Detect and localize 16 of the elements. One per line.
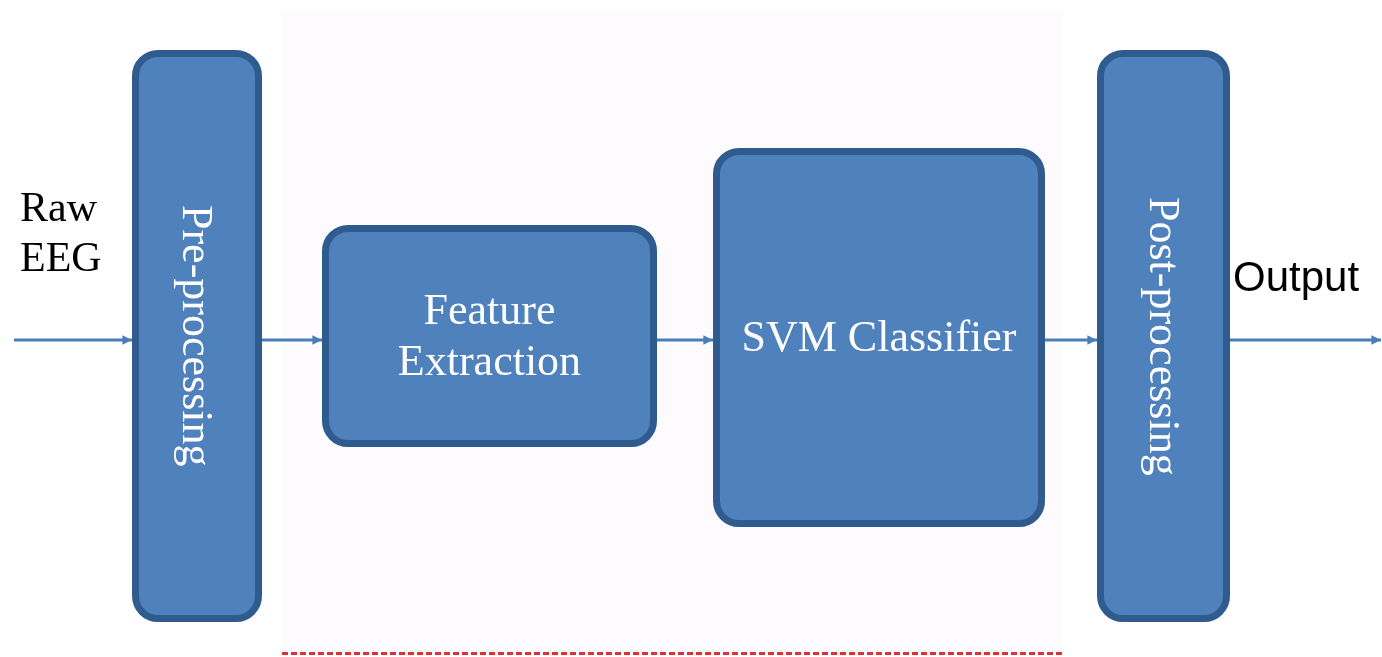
box-label: Feature Extraction xyxy=(396,285,583,387)
dashed-region xyxy=(282,10,1062,655)
box-label: Pre-processing xyxy=(172,205,223,467)
edge-label: Raw EEG xyxy=(20,183,103,283)
process-box xyxy=(132,50,262,622)
process-box xyxy=(1097,50,1230,622)
edge-label: Output xyxy=(1233,252,1361,302)
arrow xyxy=(262,335,322,345)
arrow xyxy=(14,335,132,345)
process-box xyxy=(322,225,657,447)
arrow xyxy=(1045,335,1097,345)
box-label: SVM Classifier xyxy=(741,312,1017,363)
box-label: Post-processing xyxy=(1138,196,1189,476)
arrow xyxy=(657,335,713,345)
arrow xyxy=(1230,335,1381,345)
process-box xyxy=(713,148,1045,527)
